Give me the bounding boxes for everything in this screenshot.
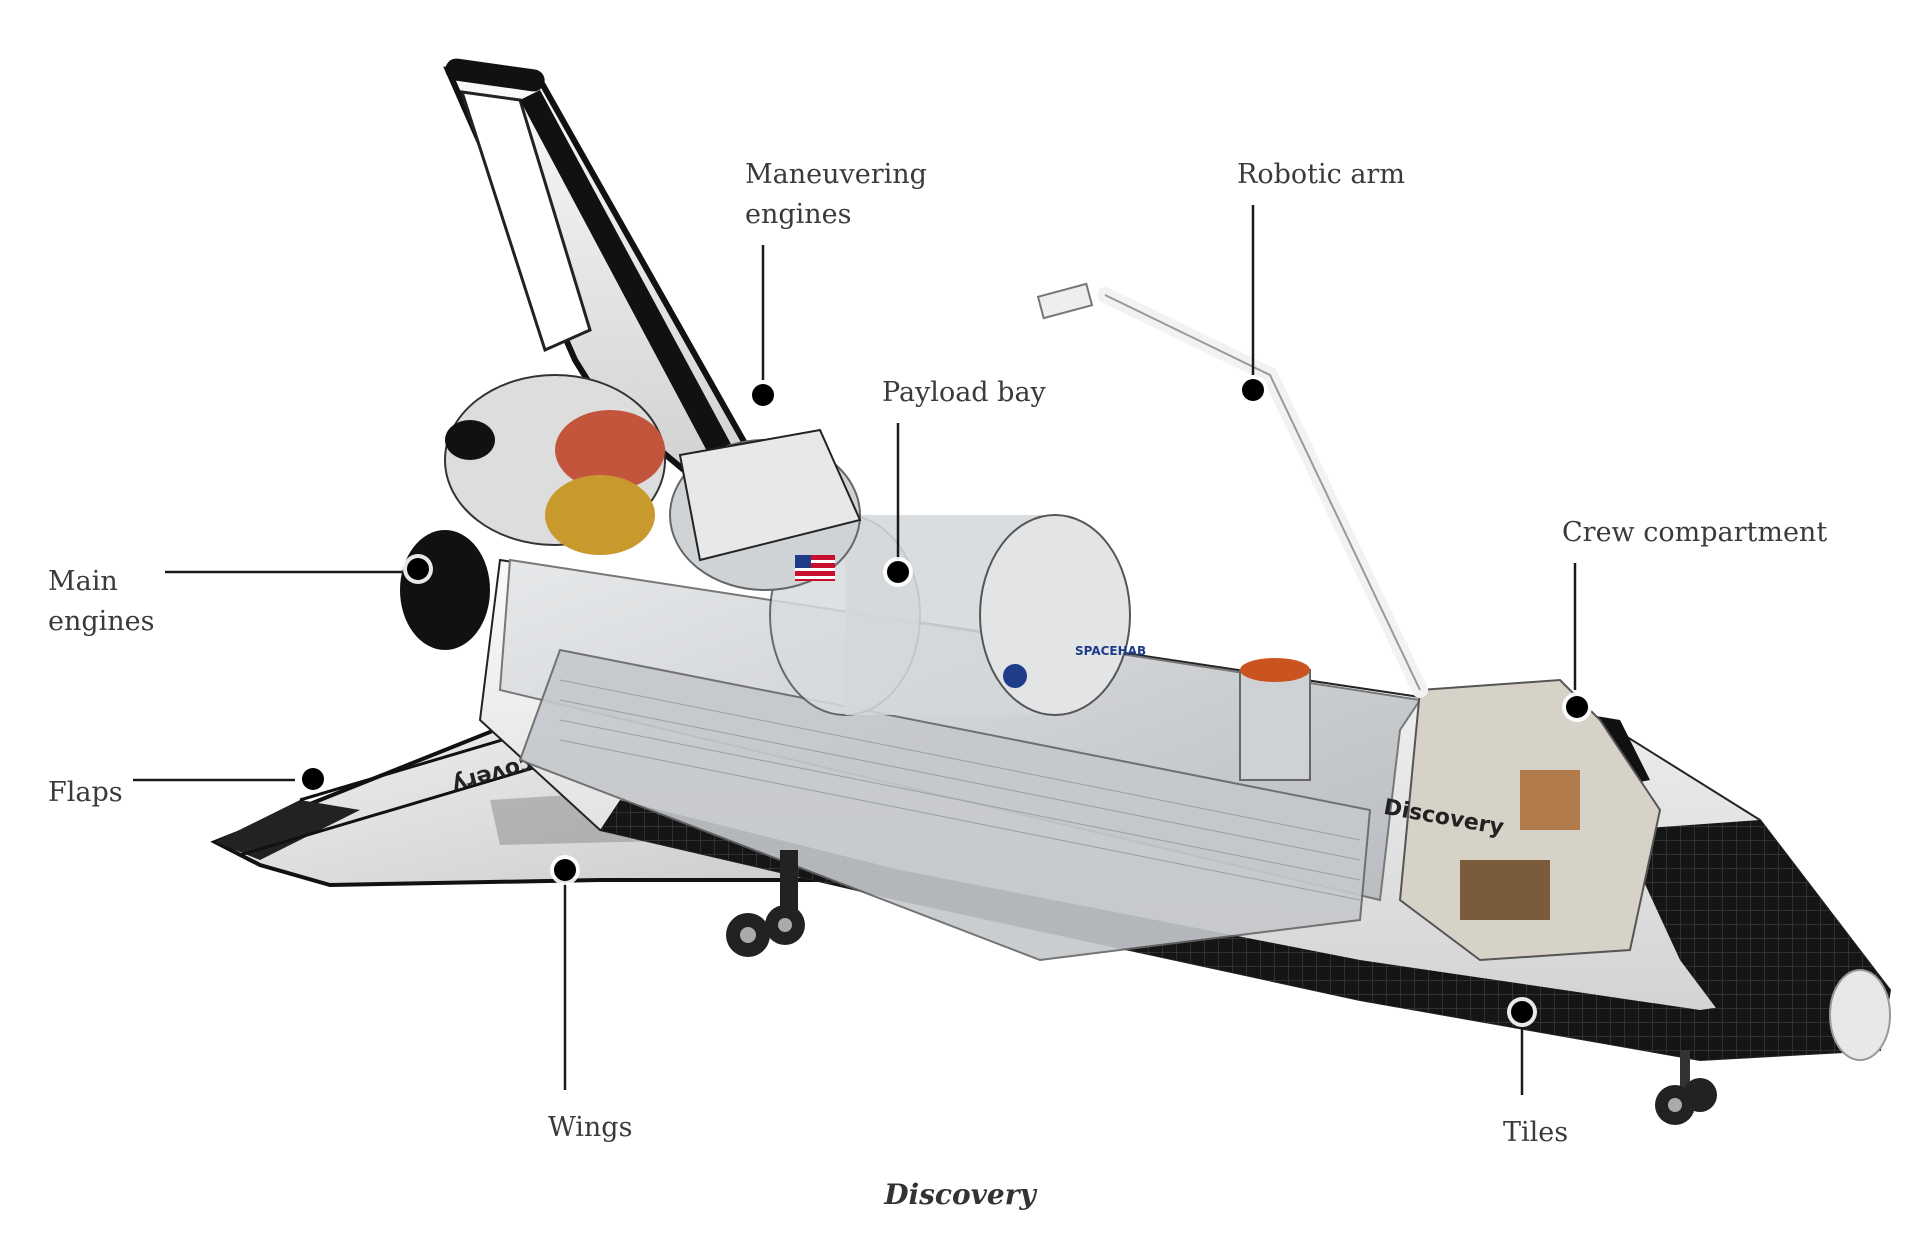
figure-caption: Discovery (884, 1178, 1036, 1211)
crew-cabin: Discovery (1382, 678, 1662, 962)
callout-dot-wings (554, 859, 576, 881)
callout-dot-maneuvering-engines (752, 384, 774, 406)
robotic-arm-structure (1036, 282, 1428, 698)
label-crew-compartment: Crew compartment (1562, 517, 1828, 548)
label-wings: Wings (548, 1112, 633, 1143)
label-tiles: Tiles (1503, 1117, 1569, 1148)
tail-fin (443, 58, 764, 504)
label-main-engines: Main engines (48, 566, 155, 637)
callout-dot-flaps (302, 768, 324, 790)
callout-dot-crew-compartment (1566, 696, 1588, 718)
callout-dot-robotic-arm (1242, 379, 1264, 401)
module-label: SPACEHAB (1075, 644, 1146, 658)
label-flaps: Flaps (48, 777, 123, 808)
callout-dot-tiles (1511, 1001, 1533, 1023)
label-payload-bay: Payload bay (882, 377, 1046, 408)
label-robotic-arm: Robotic arm (1237, 159, 1405, 190)
leader-lines (133, 205, 1577, 1095)
bay-flag (795, 555, 835, 581)
callout-dot-payload-bay (887, 561, 909, 583)
landing-gear (726, 850, 1717, 1125)
callout-dot-main-engines (407, 558, 429, 580)
engine-section (400, 374, 862, 650)
callout-dots (298, 375, 1592, 1027)
label-maneuvering-engines: Maneuvering engines (745, 159, 927, 230)
